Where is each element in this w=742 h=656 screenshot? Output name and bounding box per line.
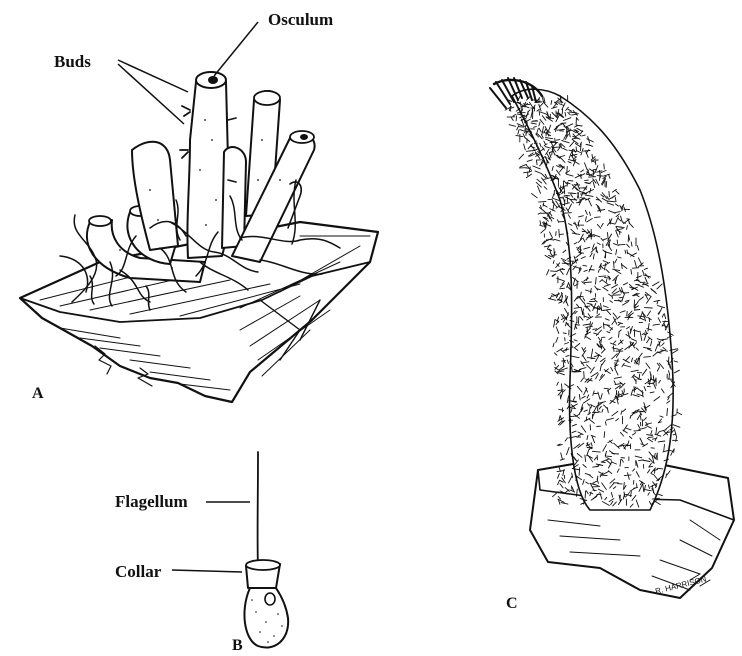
cell-nucleus xyxy=(265,593,275,605)
panel-c-illustration xyxy=(490,78,734,598)
osculum-label: Osculum xyxy=(268,11,333,28)
osculum-leader-line xyxy=(214,22,258,76)
panel-b-illustration xyxy=(244,452,288,648)
collar-label: Collar xyxy=(115,563,161,580)
panel-label-c: C xyxy=(506,596,518,612)
buds-leader-line-upper xyxy=(118,60,188,92)
bud-2 xyxy=(180,150,188,158)
buds-label: Buds xyxy=(54,53,91,70)
panel-label-a: A xyxy=(32,386,44,402)
flagellum-label: Flagellum xyxy=(115,493,188,510)
panel-label-b: B xyxy=(232,638,243,654)
bud-1 xyxy=(182,106,190,116)
collar-leader-line xyxy=(172,570,242,572)
buds-leader-line-lower xyxy=(118,64,184,124)
panel-a-illustration xyxy=(20,72,378,402)
